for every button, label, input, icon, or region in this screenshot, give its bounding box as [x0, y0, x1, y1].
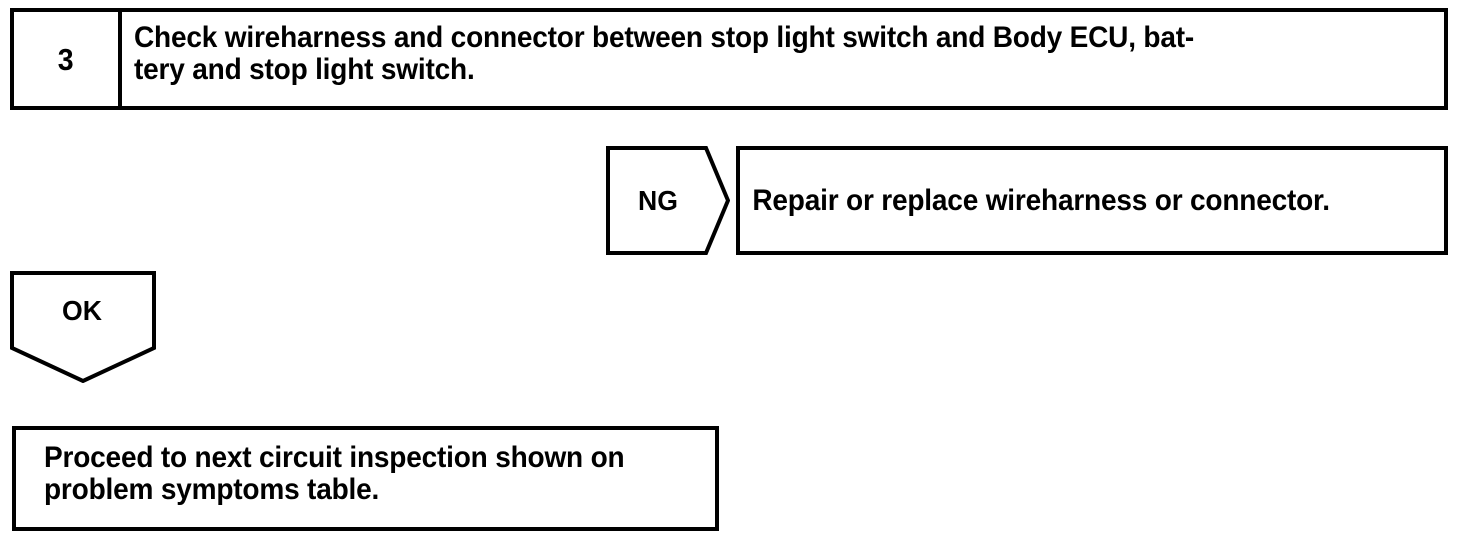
step-number-cell: 3 [14, 12, 122, 106]
ng-arrow-shape [606, 146, 730, 255]
ng-branch-label: NG [638, 184, 678, 216]
ok-arrow-shape [10, 271, 156, 383]
ng-result-box: Repair or replace wireharness or connect… [736, 146, 1448, 255]
ok-branch-label: OK [62, 295, 102, 326]
ok-result-box: Proceed to next circuit inspection shown… [12, 426, 719, 531]
step-instruction-text: Check wireharness and connector between … [134, 21, 1195, 86]
step-number: 3 [58, 41, 74, 77]
ok-result-text: Proceed to next circuit inspection shown… [44, 441, 625, 506]
step-instruction-cell: Check wireharness and connector between … [122, 12, 1444, 106]
ng-result-text: Repair or replace wireharness or connect… [752, 183, 1330, 217]
step-row: 3 Check wireharness and connector betwee… [10, 8, 1448, 110]
